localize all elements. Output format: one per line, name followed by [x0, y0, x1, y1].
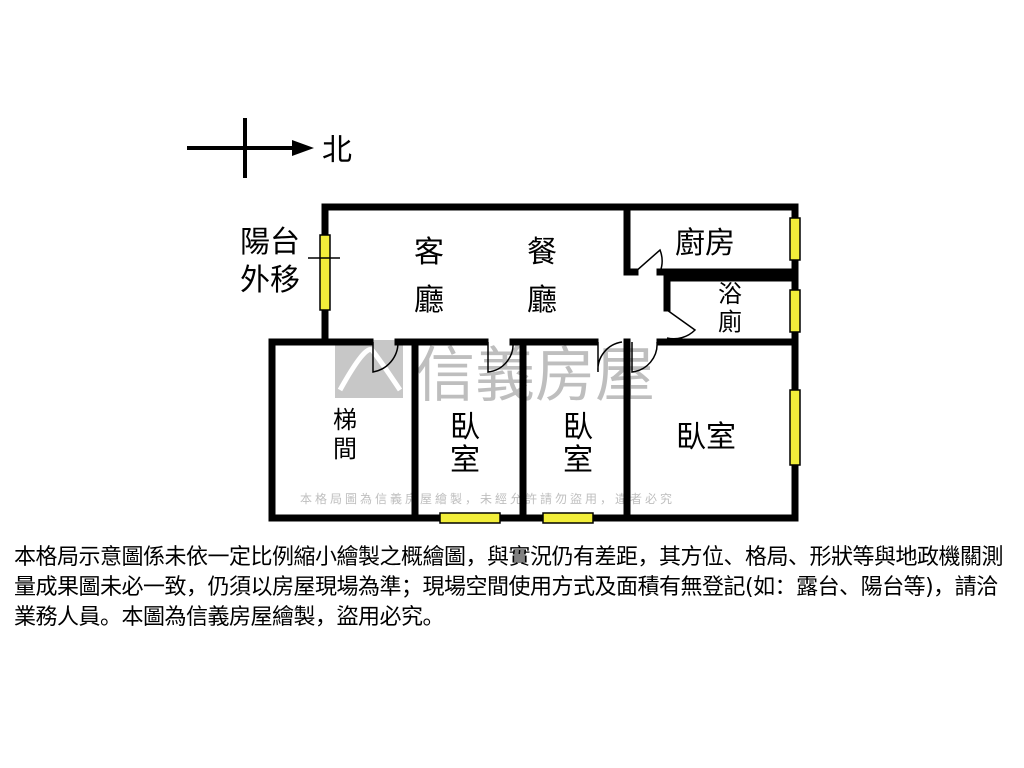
room-dining-line1: 餐 [527, 235, 557, 270]
room-bath-line1: 浴 [718, 280, 742, 308]
north-arrow-icon [187, 118, 314, 178]
room-bedroom1-line2: 室 [450, 443, 480, 478]
room-stairs-line1: 梯 [333, 406, 357, 434]
room-bath-line2: 廁 [718, 308, 742, 336]
north-label: 北 [322, 133, 352, 168]
watermark-notice: 本格局圖為信義房屋繪製，未經允許請勿盜用，違者必究 [300, 491, 675, 506]
room-stairs-line2: 間 [333, 435, 357, 463]
watermark-brand: 信義房屋 [415, 341, 655, 411]
doors [372, 248, 697, 373]
windows [319, 217, 801, 524]
disclaimer-text: 本格局示意圖係未依一定比例縮小繪製之概繪圖，與實況仍有差距，其方位、格局、形狀等… [14, 545, 1004, 630]
watermark: 信義房屋 本格局圖為信義房屋繪製，未經允許請勿盜用，違者必究 [300, 340, 675, 506]
room-bedroom3: 臥室 [676, 420, 736, 455]
room-balcony-line1: 陽台 [240, 225, 300, 260]
room-living-line2: 廳 [414, 283, 444, 318]
room-balcony-line2: 外移 [240, 263, 300, 298]
room-bedroom1-line1: 臥 [450, 410, 480, 445]
room-dining-line2: 廳 [527, 283, 557, 318]
room-living-line1: 客 [414, 235, 444, 270]
room-bedroom2-line1: 臥 [563, 410, 593, 445]
room-bedroom2-line2: 室 [563, 443, 593, 478]
room-kitchen: 廚房 [675, 226, 735, 261]
